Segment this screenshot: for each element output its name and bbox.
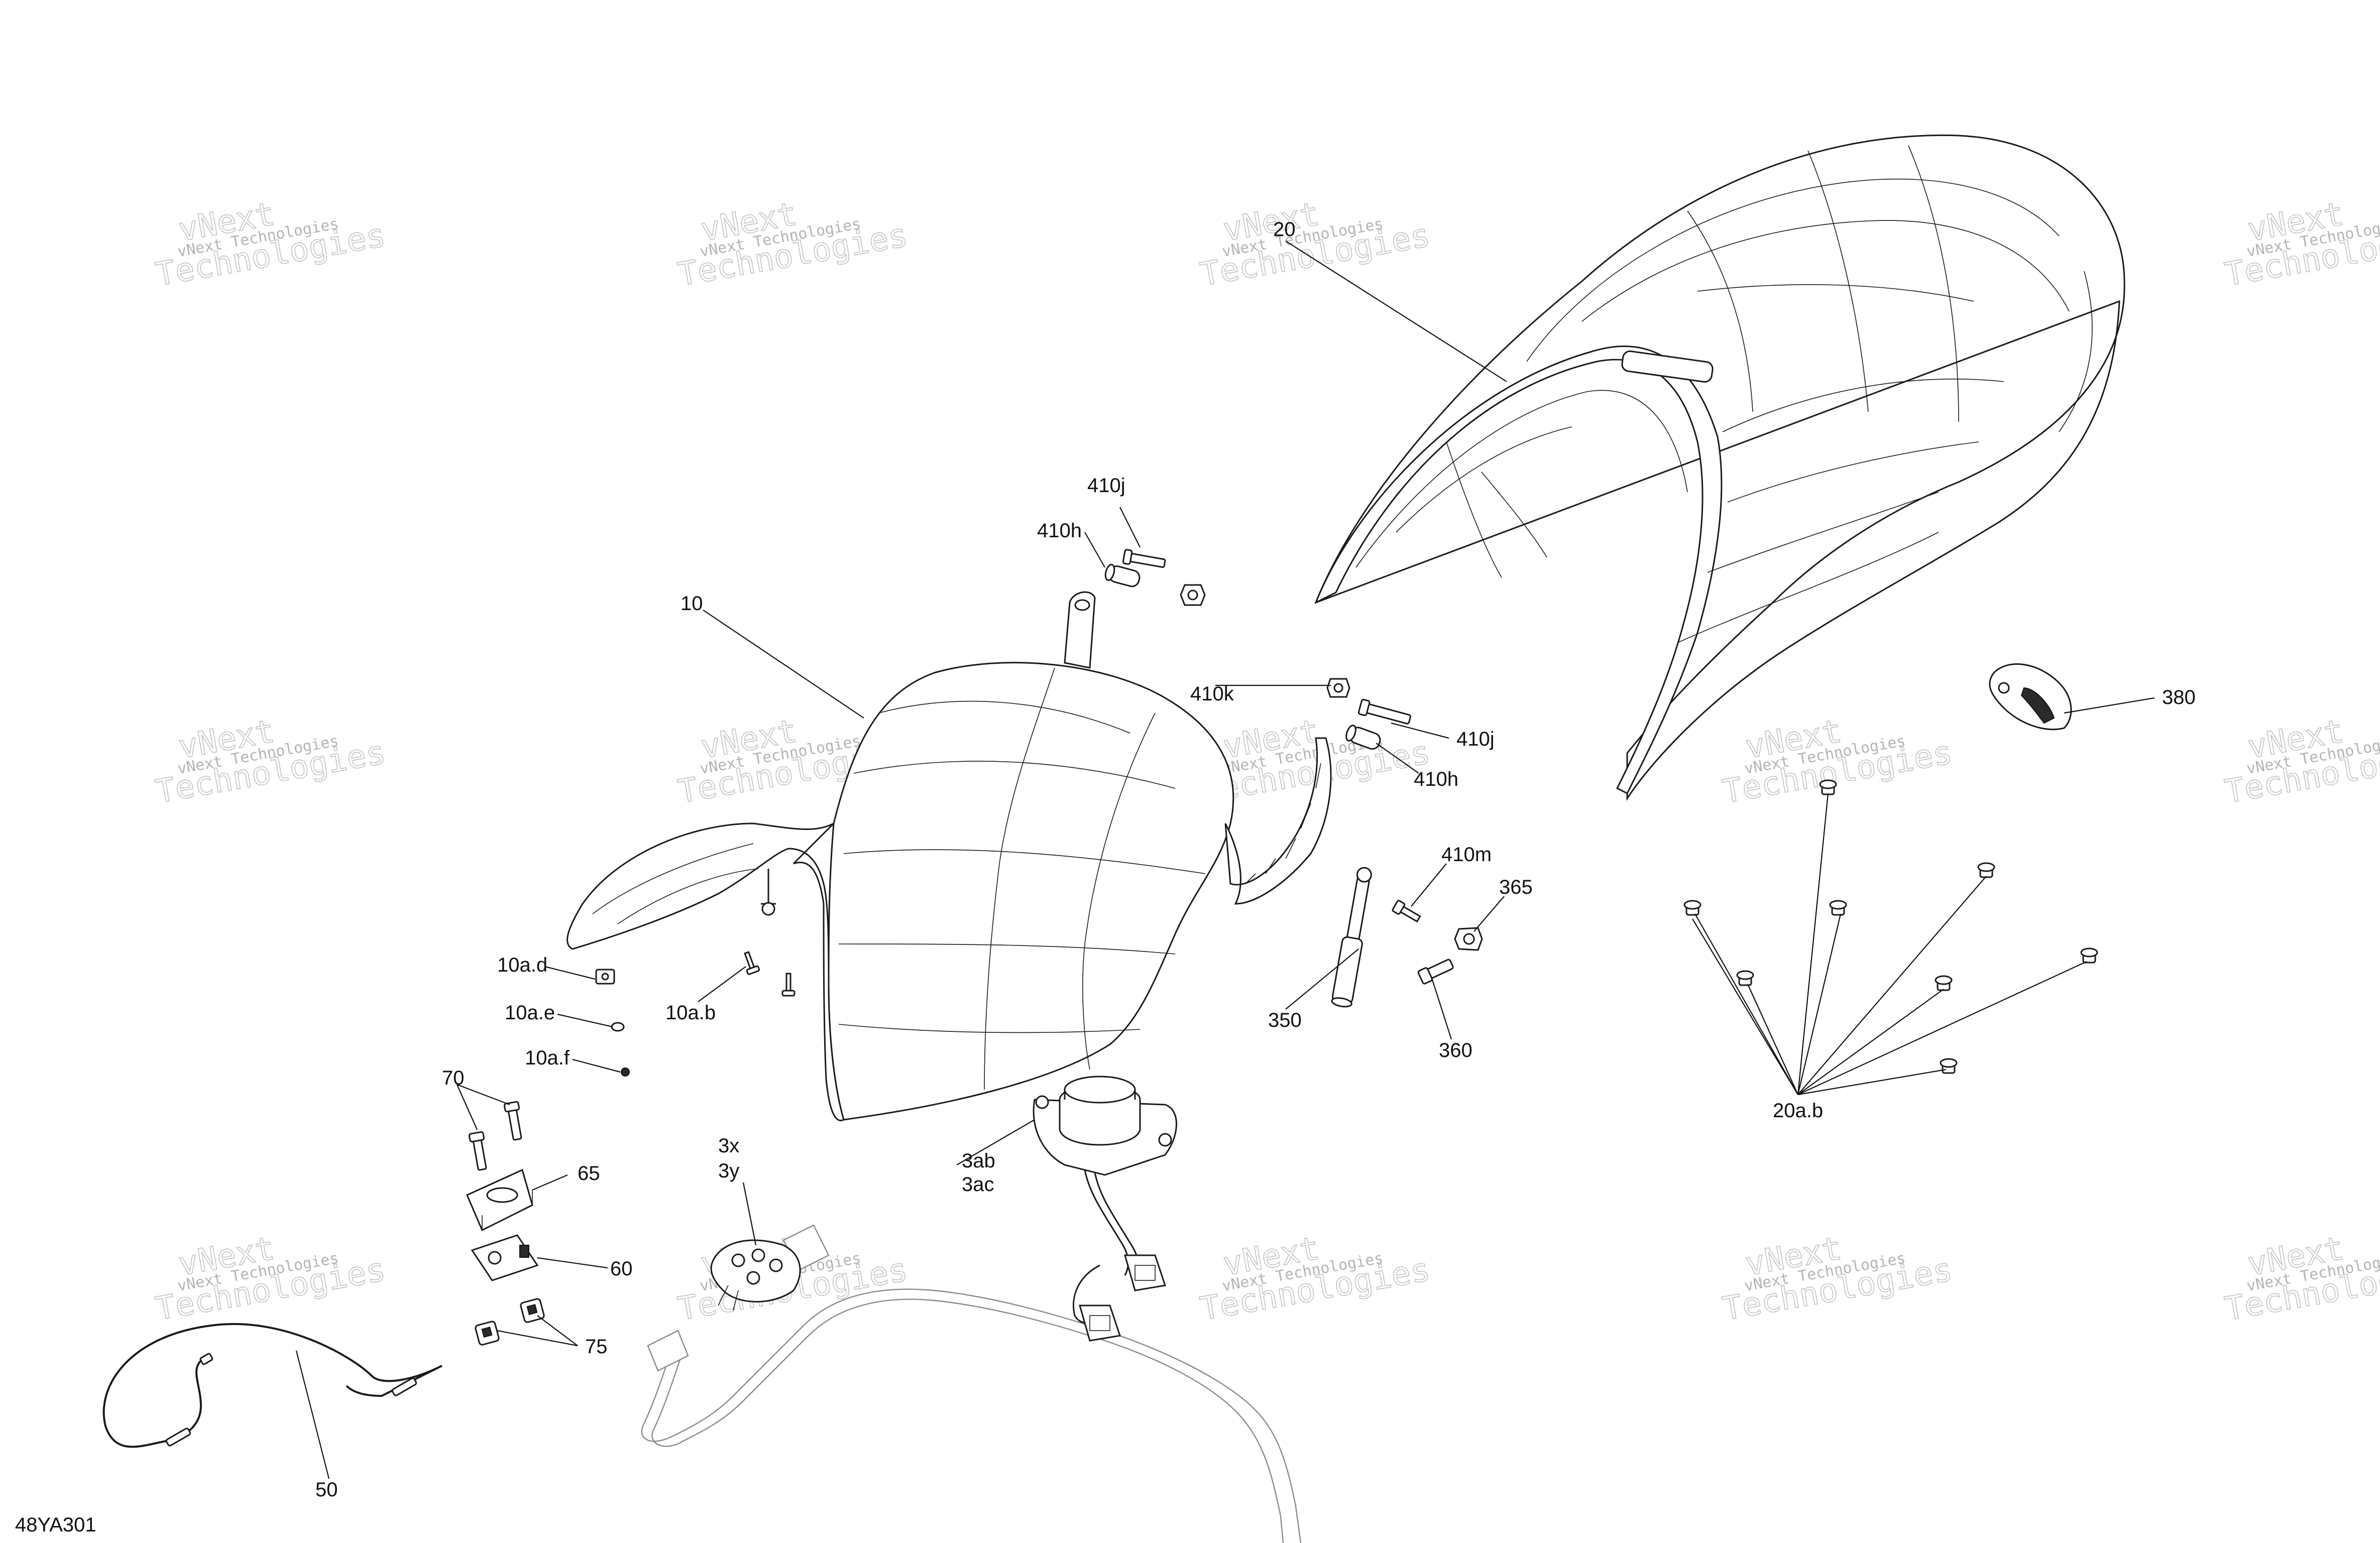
callout-65: 65 <box>578 1162 600 1184</box>
stud-part-360 <box>1417 959 1454 985</box>
watermark: vNext vNext Technologies Technologies <box>2222 1230 2380 1329</box>
callout-410j-right: 410j <box>1456 728 1495 750</box>
hardware-410-top <box>1104 549 1206 606</box>
connector-part-3x-3y <box>710 1239 801 1311</box>
callout-70: 70 <box>442 1067 465 1089</box>
callout-3x: 3x <box>718 1135 739 1157</box>
callout-10a-f: 10a.f <box>525 1047 570 1069</box>
callout-380: 380 <box>2162 686 2196 708</box>
watermark: vNext vNext Technologies Technologies <box>153 195 389 294</box>
bolt-part-410m <box>1392 900 1421 923</box>
callout-350: 350 <box>1268 1009 1302 1031</box>
callout-50: 50 <box>315 1479 338 1501</box>
watermark: vNext vNext Technologies Technologies <box>675 195 911 294</box>
callout-3ac: 3ac <box>962 1173 994 1196</box>
passenger-seat-part-20 <box>1314 134 2125 801</box>
callout-10a-b: 10a.b <box>665 1002 716 1024</box>
gas-strut-part-350 <box>1331 867 1372 1008</box>
screw-set-part-70 <box>468 1101 522 1171</box>
watermark: vNext vNext Technologies Technologies <box>1197 1230 1433 1329</box>
watermark: vNext vNext Technologies Technologies <box>153 1230 389 1329</box>
latch-part-380 <box>1989 663 2072 731</box>
callout-410m: 410m <box>1441 844 1492 866</box>
callout-75: 75 <box>585 1336 608 1358</box>
watermark: vNext vNext Technologies Technologies <box>2222 195 2380 294</box>
callout-410h-right: 410h <box>1414 768 1458 790</box>
callout-410h-top: 410h <box>1037 520 1082 542</box>
callout-365: 365 <box>1499 876 1533 898</box>
callout-60: 60 <box>610 1258 633 1280</box>
buzzer-part-3ab-3ac <box>1033 1076 1177 1342</box>
callout-20a-b: 20a.b <box>1773 1100 1823 1122</box>
hardware-410-right <box>1326 678 1411 750</box>
callout-10a-d: 10a.d <box>497 954 547 976</box>
callout-410j-top: 410j <box>1087 474 1125 497</box>
callout-20: 20 <box>1273 218 1296 241</box>
callout-10: 10 <box>681 592 703 615</box>
leader-lines <box>295 241 2155 1479</box>
watermark: vNext vNext Technologies Technologies <box>1720 1230 1956 1329</box>
bracket-part-65 <box>466 1168 533 1232</box>
watermark: vNext vNext Technologies Technologies <box>1197 195 1433 294</box>
watermark: vNext vNext Technologies Technologies <box>2222 713 2380 811</box>
callout-3ab: 3ab <box>962 1150 995 1172</box>
callout-410k: 410k <box>1190 683 1234 705</box>
callout-3y: 3y <box>718 1160 739 1182</box>
harness-ghost <box>641 1224 1302 1543</box>
watermark: vNext vNext Technologies Technologies <box>153 713 389 811</box>
diagram-code: 48YA301 <box>15 1514 96 1536</box>
callout-360: 360 <box>1439 1039 1472 1061</box>
callout-10a-e: 10a.e <box>505 1002 555 1024</box>
nut-part-365 <box>1454 927 1483 951</box>
clip-set-part-75 <box>475 1298 545 1346</box>
release-cable-part-50 <box>102 1323 442 1448</box>
hardware-10a <box>595 951 796 1077</box>
bumper-set-part-20ab <box>1683 779 2098 1074</box>
latch-bracket-part-60 <box>471 1234 539 1281</box>
rider-seat-part-10 <box>566 591 1332 1121</box>
callout-labels: 20 410j 410h 10 410k 410j 410h 380 410m … <box>15 218 2196 1536</box>
